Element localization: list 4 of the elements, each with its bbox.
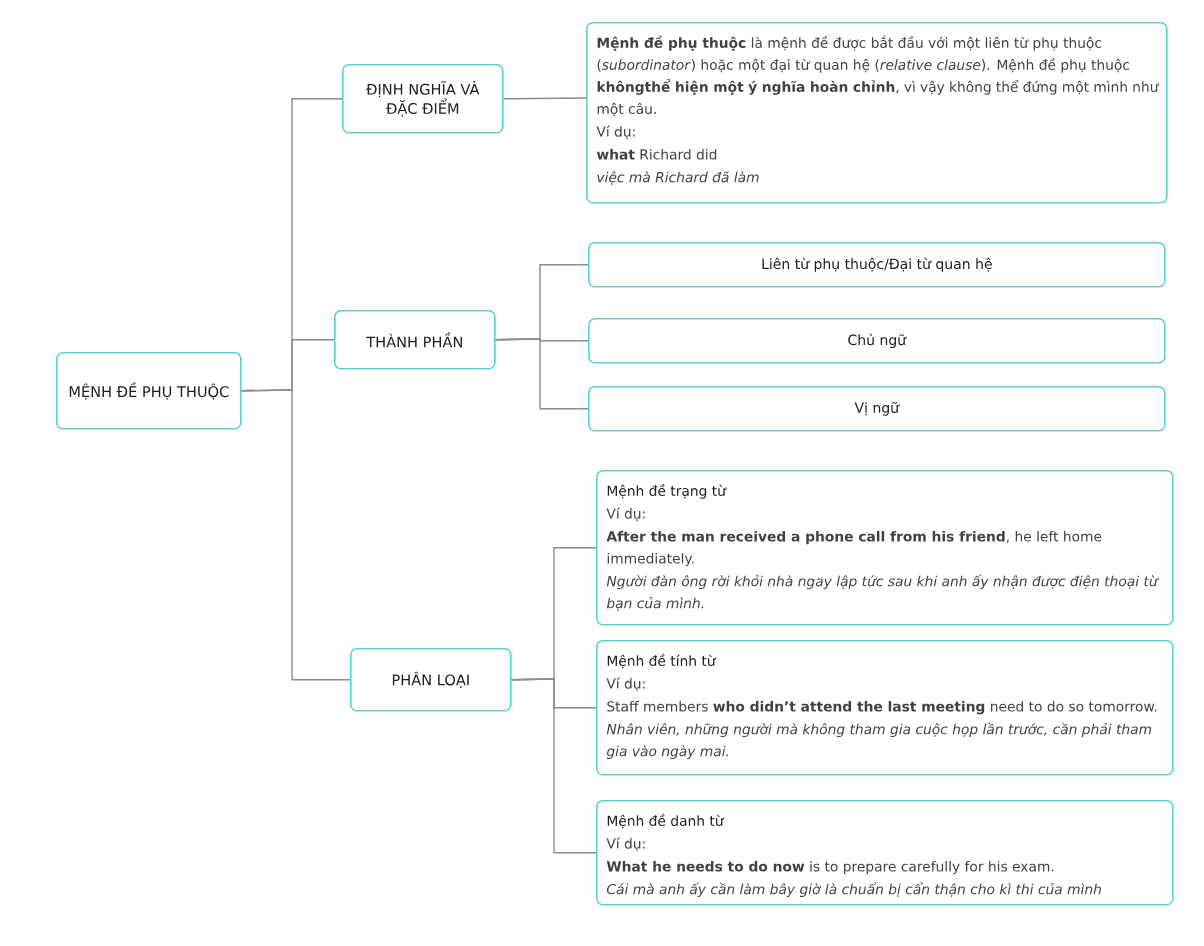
connector-line (502, 97, 587, 100)
connector-line (494, 338, 589, 410)
connector-line (240, 389, 351, 681)
connector-line (510, 678, 597, 854)
